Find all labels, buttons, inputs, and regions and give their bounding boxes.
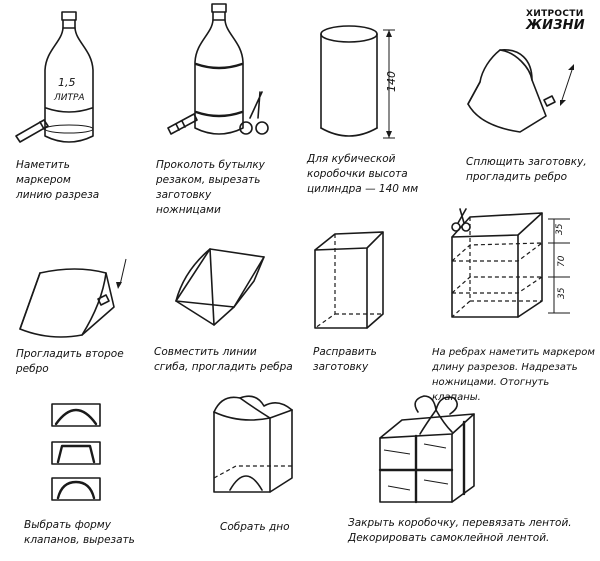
step-6-align-folds: Совместить линии сгиба, прогладить ребра (150, 245, 300, 385)
unfolded-box-illustration (305, 230, 425, 340)
bottle-with-scissors-illustration (150, 0, 310, 155)
bottle-label-2: ЛИТРА (53, 93, 85, 103)
assembled-bottom-illustration (200, 390, 320, 500)
step-7-unfold: Расправить заготовку (305, 230, 425, 390)
step-5-second-edge: Прогладить второе ребро (10, 255, 150, 385)
step-4-caption: Сплющить заготовку, прогладить ребро (466, 155, 600, 185)
flattened-tube-illustration (460, 30, 600, 140)
flap-shapes-illustration (30, 398, 150, 508)
step-4-flatten: Сплющить заготовку, прогладить ребро (460, 30, 600, 200)
box-with-cut-marks-illustration: 35 70 35 (430, 205, 600, 335)
step-5-caption: Прогладить второе ребро (16, 347, 151, 377)
dim-top: 35 (555, 223, 565, 235)
aligned-folds-illustration (150, 245, 300, 340)
dim-middle: 70 (557, 255, 567, 267)
step-8-mark-cuts: 35 70 35 На ребрах наметить маркером дли… (430, 205, 600, 390)
bottle-label-1: 1,5 (58, 76, 76, 89)
step-9-flap-shapes: Выбрать форму клапанов, вырезать (30, 398, 150, 558)
step-2-cut-bottle: Проколоть бутылку резаком, вырезать заго… (150, 0, 310, 220)
cylinder-illustration: 140 (305, 20, 435, 145)
step-10-caption: Собрать дно (220, 520, 320, 535)
step-1-mark-cut-line: 1,5 ЛИТРА Наметить маркером линию разрез… (10, 8, 140, 208)
bottle-with-marker-illustration: 1,5 ЛИТРА (10, 8, 140, 153)
second-edge-illustration (10, 255, 150, 345)
step-7-caption: Расправить заготовку (313, 345, 423, 375)
step-11-caption: Закрыть коробочку, перевязать лентой. Де… (348, 516, 598, 546)
step-9-caption: Выбрать форму клапанов, вырезать (24, 518, 149, 548)
gift-box-illustration (340, 390, 600, 510)
step-11-gift-box: Закрыть коробочку, перевязать лентой. Де… (340, 390, 600, 560)
step-1-caption: Наметить маркером линию разреза (16, 158, 141, 203)
cylinder-height-dim: 140 (385, 71, 398, 92)
step-10-assemble-bottom: Собрать дно (200, 390, 320, 550)
step-2-caption: Проколоть бутылку резаком, вырезать заго… (156, 158, 306, 218)
step-3-cylinder-height: 140 Для кубической коробочки высота цили… (305, 20, 435, 210)
step-3-caption: Для кубической коробочки высота цилиндра… (307, 152, 435, 197)
step-6-caption: Совместить линии сгиба, прогладить ребра (154, 345, 302, 375)
dim-bottom: 35 (557, 287, 567, 299)
